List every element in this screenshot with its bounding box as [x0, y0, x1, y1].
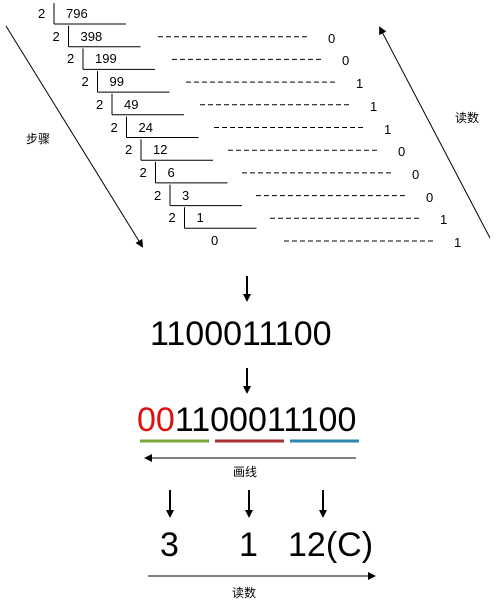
remainder: 1 [370, 98, 378, 114]
divisor: 2 [96, 96, 104, 112]
quotient: 24 [138, 119, 153, 135]
divisor: 2 [139, 164, 147, 180]
divisor: 2 [38, 6, 46, 21]
remainder: 1 [356, 76, 364, 92]
steps-arrow [5, 25, 144, 248]
quotient: 398 [80, 28, 103, 44]
remainder: 0 [398, 144, 406, 160]
remainder: 0 [426, 189, 434, 205]
group-value-1: 3 [160, 526, 179, 564]
quotient: 0 [211, 233, 219, 248]
divisor: 2 [168, 210, 176, 226]
quotient: 12 [153, 142, 168, 158]
quotient: 1 [196, 210, 204, 226]
binary-digits: 1100011100 [174, 401, 357, 439]
group-value-2: 1 [239, 526, 258, 564]
draw-line-label: 画线 [233, 465, 258, 479]
remainder: 1 [454, 235, 462, 250]
quotient: 199 [95, 51, 117, 67]
read-right-label: 读数 [232, 586, 257, 600]
divisor: 2 [52, 28, 60, 44]
quotient: 49 [124, 96, 139, 112]
divisor: 2 [125, 142, 133, 158]
remainder: 0 [412, 166, 420, 182]
quotient: 3 [182, 187, 190, 203]
steps-label: 步骤 [26, 132, 51, 146]
quotient: 99 [109, 74, 124, 90]
divisor: 2 [67, 51, 75, 67]
remainder: 0 [328, 30, 336, 46]
group-value-3: 12(C) [288, 526, 374, 564]
read-up-arrow [379, 26, 491, 239]
divisor: 2 [110, 119, 118, 135]
remainder: 1 [440, 212, 448, 228]
remainder: 1 [384, 121, 392, 137]
binary-result: 1100011100 [150, 315, 332, 353]
read-up-label: 读数 [455, 111, 480, 125]
divisor: 2 [81, 74, 89, 90]
padding-zeros: 00 [137, 401, 175, 439]
quotient: 6 [167, 164, 175, 180]
divisor: 2 [154, 187, 162, 203]
padded-binary: 001100011100 [137, 403, 356, 437]
remainder: 0 [342, 53, 350, 69]
quotient: 796 [66, 6, 88, 21]
